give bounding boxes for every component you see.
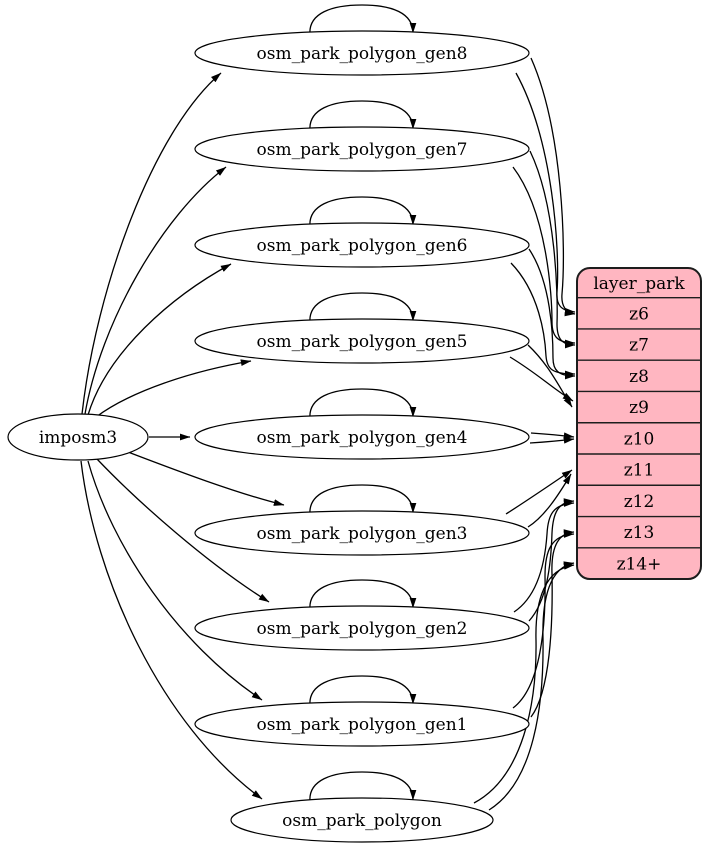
self-loop-osm_park_polygon_gen8: [309, 4, 417, 36]
node-osm_park_polygon_gen7: osm_park_polygon_gen7: [194, 126, 530, 172]
edge-imposm3-to-osm_park_polygon: [80, 460, 263, 800]
node-ellipse: [194, 701, 530, 747]
node-ellipse: [194, 222, 530, 268]
node-label: osm_park_polygon_gen2: [257, 619, 468, 639]
table-row-z14+: z14+: [617, 554, 662, 574]
node-ellipse: [7, 413, 149, 461]
node-label: osm_park_polygon_gen1: [257, 715, 468, 735]
edge-osm_park_polygon_gen8-to-z6: [530, 57, 576, 317]
table-row-z13: z13: [624, 523, 655, 543]
node-ellipse: [194, 126, 530, 172]
node-layer: imposm3 osm_park_polygon_gen8 osm_park_pol…: [7, 30, 530, 843]
node-osm_park_polygon_gen3: osm_park_polygon_gen3: [194, 510, 530, 556]
node-imposm3: imposm3: [7, 413, 149, 461]
edge-imposm3-to-osm_park_polygon_gen7: [84, 166, 227, 415]
edge-osm_park_polygon_gen6-to-z8: [510, 262, 576, 378]
node-osm_park_polygon: osm_park_polygon: [230, 797, 494, 843]
node-ellipse: [194, 318, 530, 364]
table-row-z9: z9: [629, 398, 649, 418]
node-label: osm_park_polygon_gen6: [257, 236, 468, 256]
node-osm_park_polygon_gen6: osm_park_polygon_gen6: [194, 222, 530, 268]
self-loop-osm_park_polygon_gen6: [309, 196, 417, 228]
node-label: osm_park_polygon_gen8: [257, 44, 468, 64]
node-osm_park_polygon_gen8: osm_park_polygon_gen8: [194, 30, 530, 76]
table-row-z12: z12: [624, 492, 655, 512]
node-ellipse: [230, 797, 494, 843]
edge-imposm3-to-osm_park_polygon_gen6: [87, 263, 232, 416]
node-label: imposm3: [39, 428, 117, 448]
edge-osm_park_polygon_gen4-to-z10: [529, 436, 575, 444]
self-loop-osm_park_polygon_gen1: [309, 675, 417, 707]
edge-osm_park_polygon_gen8-to-z6: [515, 72, 576, 315]
table-layer_park: layer_park z6 z7 z8 z9 z10 z11 z12 z13 z14+: [576, 267, 702, 581]
table-row-z11: z11: [624, 461, 655, 481]
self-loop-osm_park_polygon_gen4: [309, 388, 417, 420]
node-label: osm_park_polygon: [282, 811, 442, 831]
edge-imposm3-to-osm_park_polygon_gen2: [96, 458, 270, 603]
self-loop-osm_park_polygon_gen7: [309, 100, 417, 132]
table-row-z7: z7: [629, 336, 649, 356]
edge-imposm3-to-osm_park_polygon_gen8: [81, 72, 222, 415]
self-loop-osm_park_polygon: [309, 771, 417, 803]
edge-osm_park_polygon_gen7-to-z7: [529, 150, 576, 349]
node-osm_park_polygon_gen5: osm_park_polygon_gen5: [194, 318, 530, 364]
edge-imposm3-to-osm_park_polygon_gen5: [95, 359, 252, 418]
self-loop-osm_park_polygon_gen3: [309, 484, 417, 516]
node-ellipse: [194, 510, 530, 556]
edge-imposm3-to-osm_park_polygon_gen1: [87, 460, 263, 701]
edge-osm_park_polygon-to-z14+: [488, 561, 575, 811]
table-background: [576, 267, 702, 581]
node-ellipse: [194, 30, 530, 76]
edge-osm_park_polygon_gen7-to-z7: [512, 166, 576, 347]
edge-osm_park_polygon_gen2-to-z12: [513, 500, 575, 613]
node-osm_park_polygon_gen2: osm_park_polygon_gen2: [194, 605, 530, 651]
node-label: osm_park_polygon_gen4: [257, 428, 468, 448]
table-row-z6: z6: [629, 304, 649, 324]
self-loop-osm_park_polygon_gen5: [309, 292, 417, 324]
table-row-z10: z10: [624, 429, 655, 449]
edge-osm_park_polygon_gen6-to-z8: [528, 248, 576, 380]
table-row-z8: z8: [629, 367, 649, 387]
node-label: osm_park_polygon_gen5: [257, 332, 468, 352]
edge-imposm3-to-osm_park_polygon_gen3: [127, 451, 285, 506]
node-label: osm_park_polygon_gen7: [257, 140, 468, 160]
table-header: layer_park: [593, 274, 685, 294]
edge-osm_park_polygon_gen3-to-z11: [527, 473, 572, 528]
node-osm_park_polygon_gen1: osm_park_polygon_gen1: [194, 701, 530, 747]
edge-osm_park_polygon_gen1-to-z13: [530, 529, 575, 718]
node-osm_park_polygon_gen4: osm_park_polygon_gen4: [194, 414, 530, 460]
edge-osm_park_polygon_gen3-to-z11: [505, 469, 573, 515]
edge-osm_park_polygon_gen4-to-z10: [530, 432, 575, 440]
node-ellipse: [194, 605, 530, 651]
edge-osm_park_polygon-to-z14+: [473, 563, 575, 804]
node-label: osm_park_polygon_gen3: [257, 524, 468, 544]
node-ellipse: [194, 414, 530, 460]
edge-layer: [80, 4, 576, 811]
self-loop-osm_park_polygon_gen2: [309, 579, 417, 611]
edge-osm_park_polygon_gen5-to-z9: [527, 344, 573, 408]
